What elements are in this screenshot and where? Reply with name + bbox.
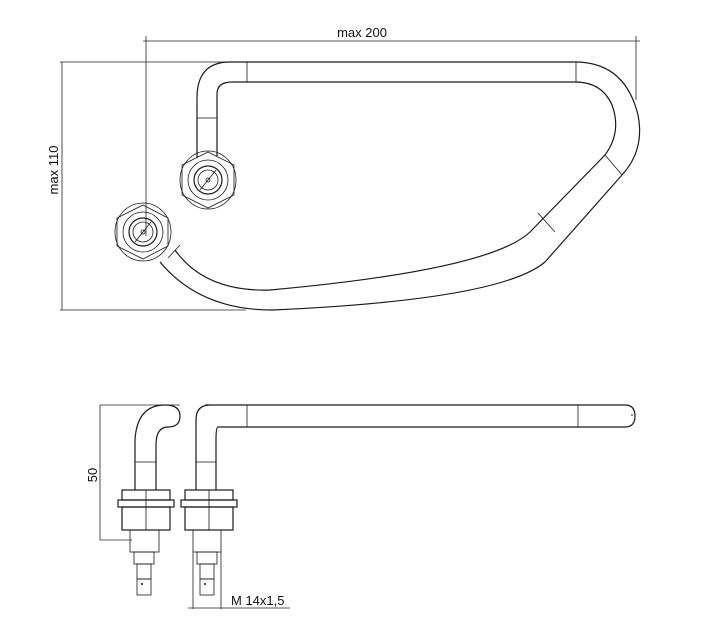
- upper-fitting: [179, 150, 237, 210]
- side-left-pipe: [134, 404, 181, 490]
- heating-tube-outer: [159, 61, 641, 311]
- dimension-height: max 110: [46, 61, 246, 311]
- side-tube: [195, 404, 636, 490]
- depth-dimension-label: 50: [85, 468, 100, 482]
- side-view: 50: [85, 404, 636, 609]
- dimension-thread: M 14x1,5: [188, 552, 290, 609]
- thread-dimension-label: M 14x1,5: [231, 593, 284, 608]
- lower-fitting: [114, 202, 172, 262]
- dimension-width: max 200: [143, 25, 640, 236]
- height-dimension-label: max 110: [46, 146, 61, 195]
- right-nut: [180, 489, 238, 596]
- heating-tube-inner: [174, 81, 617, 291]
- width-dimension-label: max 200: [337, 25, 387, 40]
- top-view: max 200 max 110: [46, 25, 641, 311]
- left-nut: [117, 489, 175, 596]
- dimension-depth: 50: [85, 404, 180, 541]
